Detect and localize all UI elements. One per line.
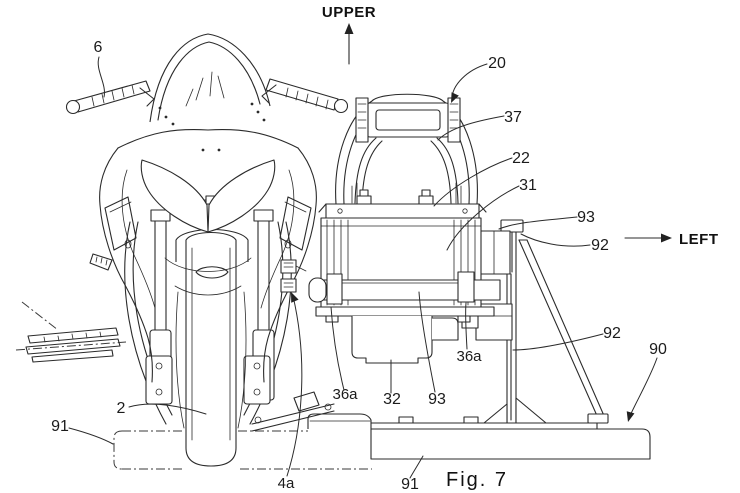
battery-pack-drawing — [308, 93, 501, 364]
ref-label-20: 20 — [488, 55, 506, 72]
upper-label: UPPER — [322, 4, 376, 21]
ref-label-91-bottom: 91 — [401, 476, 419, 493]
front-tire — [185, 231, 237, 467]
left-direction-arrow — [624, 233, 672, 243]
ref-label-90: 90 — [649, 341, 667, 358]
labels: UPPER LEFT Fig. 7 6 20 37 22 31 93 92 92… — [51, 4, 718, 493]
leader-lines — [68, 56, 658, 479]
ref-label-93-upper: 93 — [577, 209, 595, 226]
headlight-right — [207, 159, 276, 233]
left-arrow-icon — [661, 233, 672, 243]
upper-direction-arrow — [344, 23, 354, 65]
base-plate-drawing — [307, 413, 651, 460]
ref-label-6: 6 — [94, 39, 103, 56]
base-plate-phantom — [113, 430, 372, 470]
ref-label-36a-right: 36a — [456, 348, 482, 365]
battery-lower-protrusion — [351, 316, 433, 364]
ref-label-36a-left: 36a — [332, 386, 358, 403]
rod-collar-left — [326, 273, 343, 305]
headlight-left — [140, 159, 209, 233]
up-arrow-icon — [344, 23, 354, 34]
figure-caption: Fig. 7 — [446, 469, 508, 491]
windscreen — [149, 33, 271, 123]
handlebar-right — [265, 78, 339, 111]
rod-collar-right — [457, 271, 475, 303]
base-plate-slab — [370, 428, 651, 460]
stand-drawing — [461, 219, 609, 424]
motorcycle-drawing — [15, 33, 349, 467]
ref-label-92-upper: 92 — [591, 237, 609, 254]
ref-label-93-lower: 93 — [428, 391, 446, 408]
left-label: LEFT — [679, 231, 719, 248]
ref-label-4a: 4a — [278, 475, 295, 492]
ref-label-92-lower: 92 — [603, 325, 621, 342]
ref-label-22: 22 — [512, 150, 530, 167]
ref-label-37: 37 — [504, 109, 522, 126]
handlebar-left — [73, 80, 151, 113]
ref-label-2: 2 — [117, 400, 126, 417]
ref-label-91-left: 91 — [51, 418, 69, 435]
ref-label-31: 31 — [519, 177, 537, 194]
ref-label-32: 32 — [383, 391, 401, 408]
